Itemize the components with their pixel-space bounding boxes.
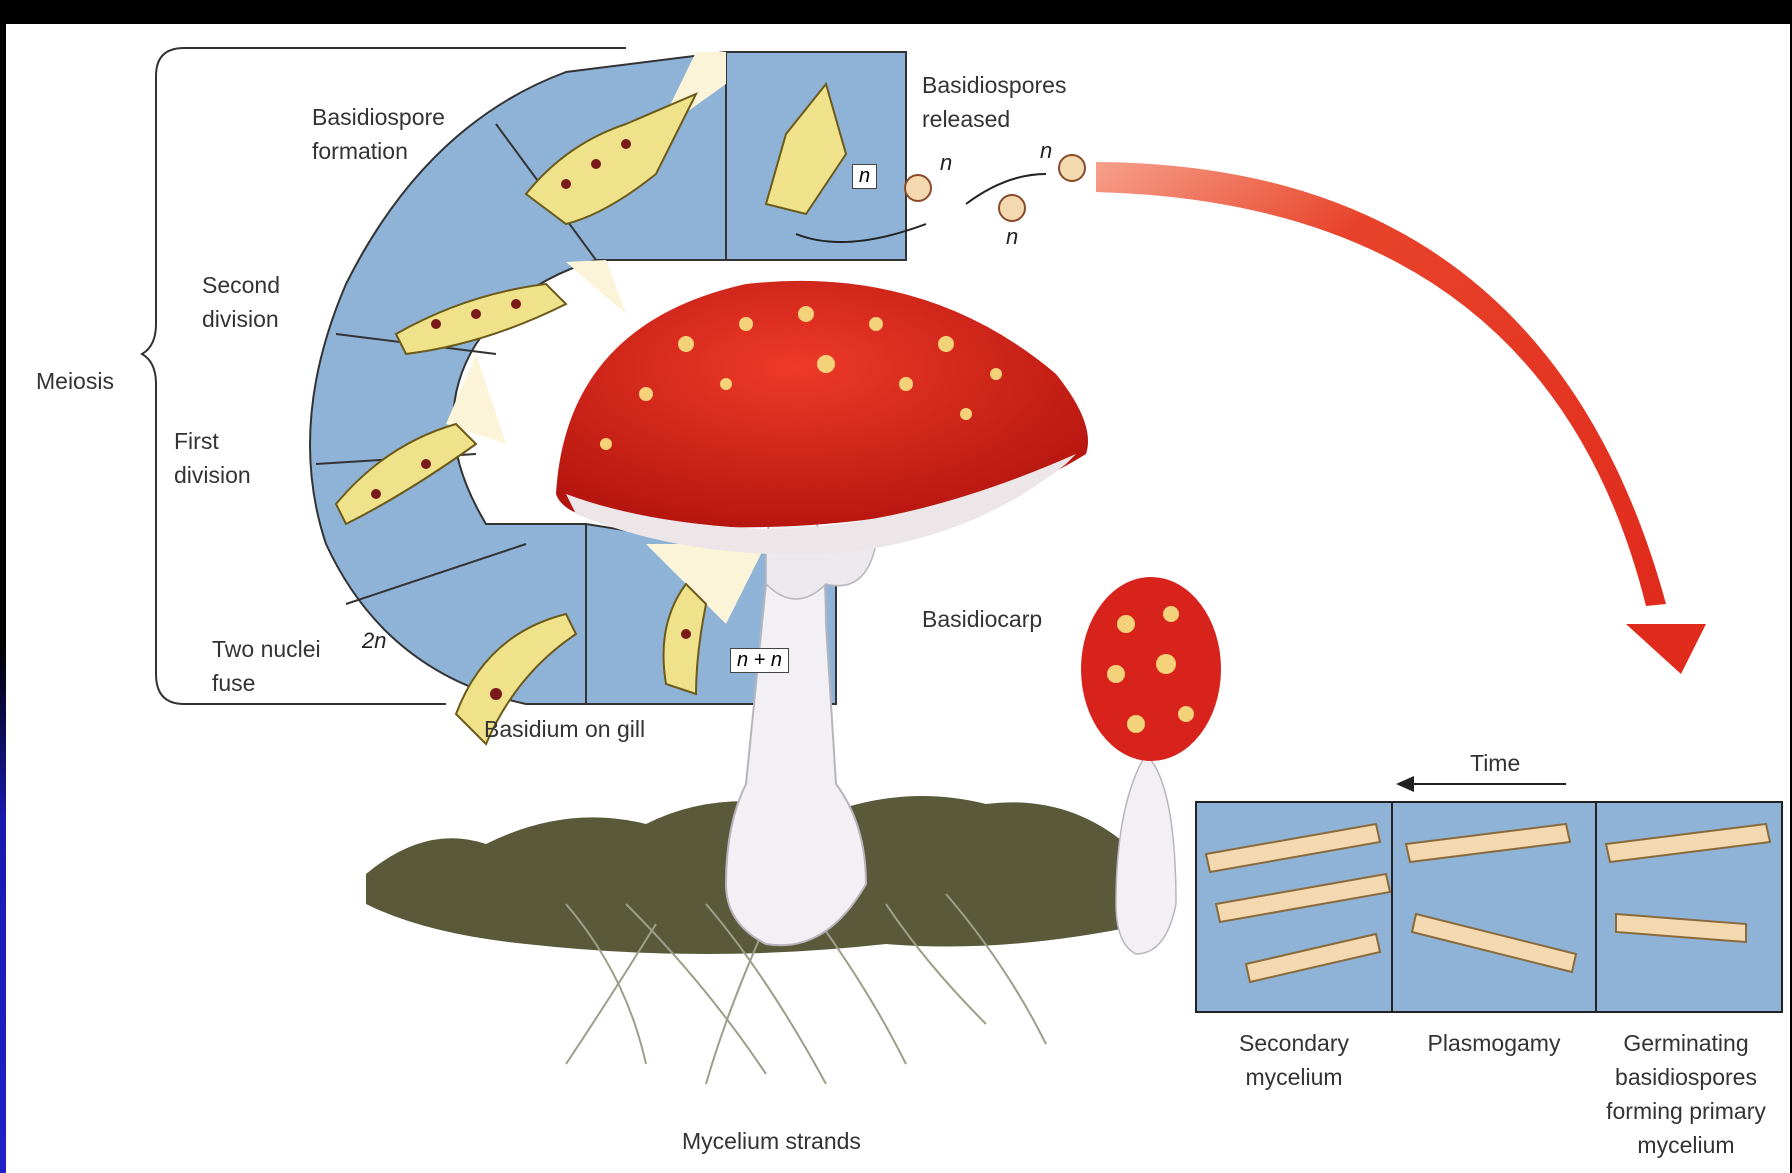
top-border (0, 0, 1792, 24)
mycelium-strands-label: Mycelium strands (682, 1124, 861, 1158)
plasmogamy-label: Plasmogamy (1428, 1026, 1561, 1060)
diploid-tag: 2n (362, 628, 386, 654)
released-spores (905, 155, 1085, 221)
meiosis-label: Meiosis (36, 364, 114, 398)
second-division-label: Second division (202, 268, 280, 336)
haploid-tag: n (1006, 224, 1018, 250)
germinating-basidiospores-label: Germinating basidiospores forming primar… (1606, 1026, 1766, 1162)
cycle-arrow-head (1626, 624, 1706, 674)
haploid-box-tag: n (852, 164, 877, 189)
first-division-label: First division (174, 424, 251, 492)
haploid-tag: n (940, 150, 952, 176)
basidiomycete-life-cycle-figure: Meiosis Basidiospore formation Second di… (6, 24, 1790, 1173)
time-label: Time (1470, 746, 1520, 780)
young-basidiocarp-stalk (1116, 754, 1176, 954)
cycle-arrow (1096, 162, 1666, 606)
basidiospores-released-label: Basidiospores released (922, 68, 1066, 136)
basidium-on-gill-label: Basidium on gill (484, 712, 645, 746)
illustration (6, 24, 1790, 1173)
young-basidiocarp-cap (1081, 577, 1221, 761)
secondary-mycelium-label: Secondary mycelium (1239, 1026, 1349, 1094)
two-nuclei-fuse-label: Two nuclei fuse (212, 632, 321, 700)
haploid-tag: n (1040, 138, 1052, 164)
dikaryon-tag: n + n (730, 648, 789, 673)
basidiospore-formation-label: Basidiospore formation (312, 100, 445, 168)
basidiocarp-label: Basidiocarp (922, 602, 1042, 636)
